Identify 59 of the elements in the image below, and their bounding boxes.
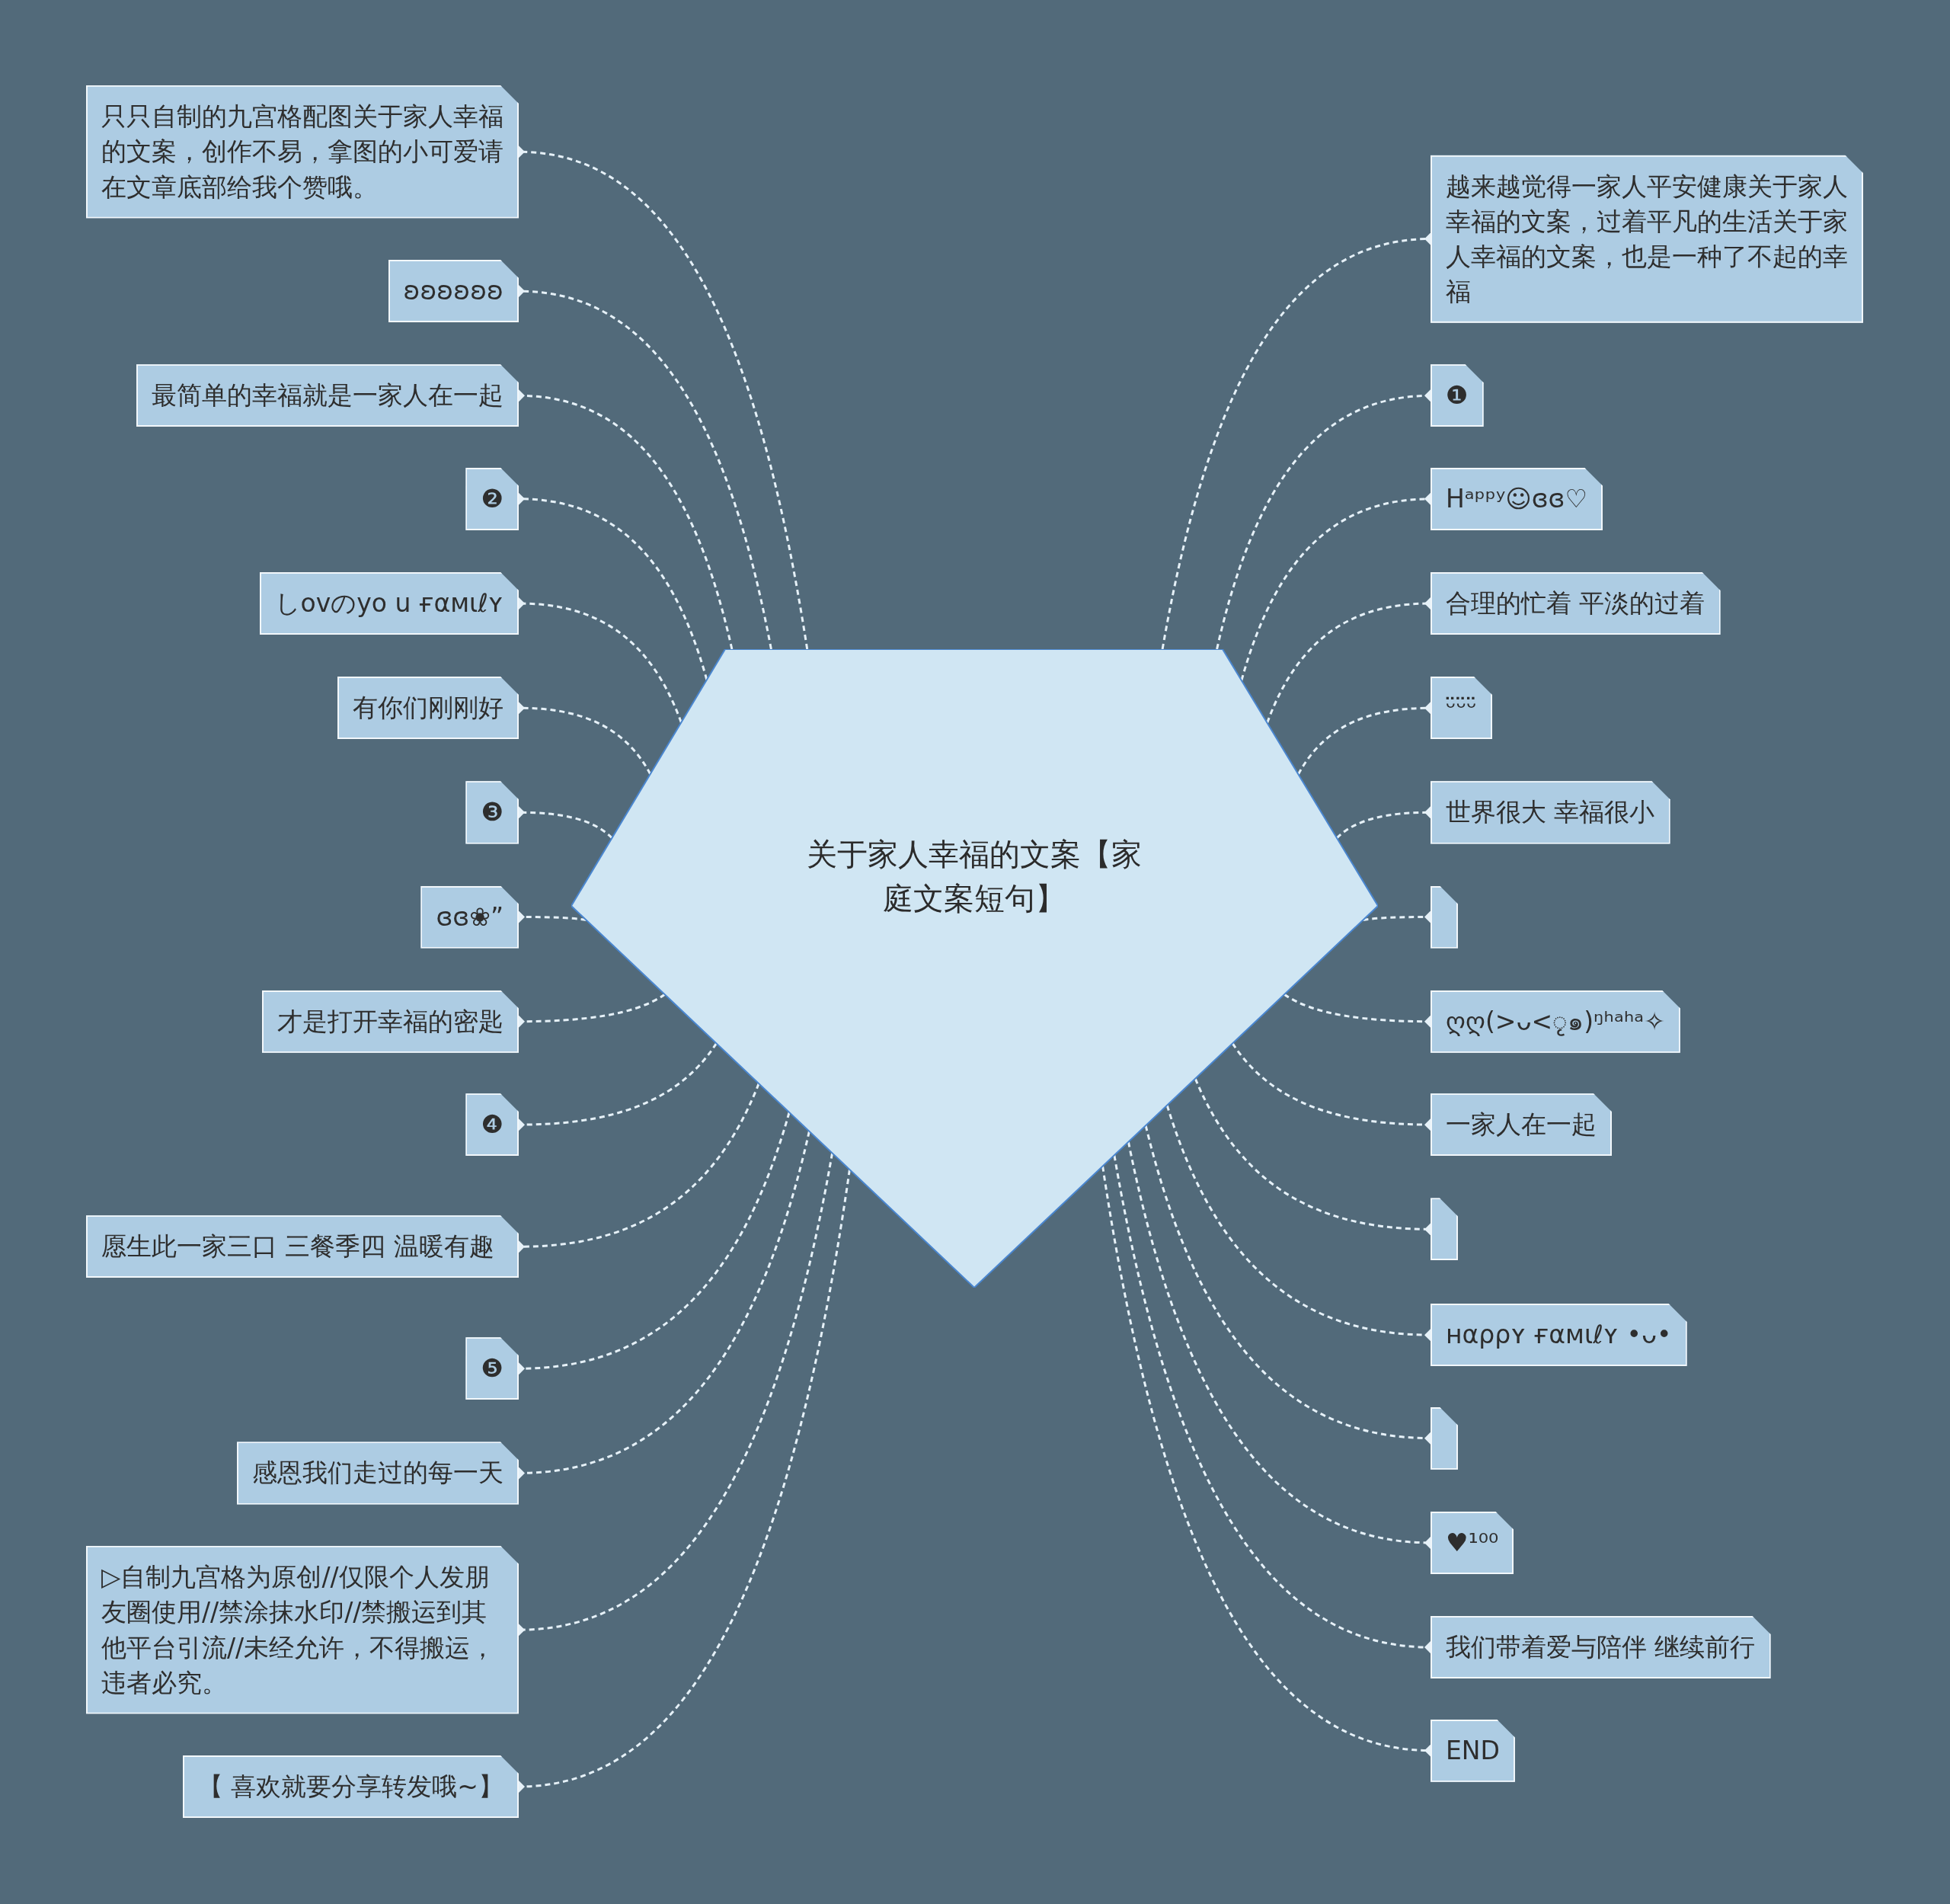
note-box (86, 85, 519, 219)
note-text: ᵕ̈ᵕ̈ᵕ̈ (1446, 693, 1477, 723)
note-text: ❺ (481, 1353, 503, 1384)
note-text: 有你们刚刚好 (353, 693, 503, 723)
note-text: 只只自制的九宫格配图关于家人幸福的文案，创作不易，拿图的小可爱请在文章底部给我个赞哦。 (101, 101, 503, 202)
note-box (1431, 781, 1670, 844)
note-text: 合理的忙着 平淡的过着 (1446, 587, 1705, 618)
note-text: END (1446, 1735, 1500, 1765)
note-box (1431, 1511, 1514, 1574)
note-text: 我们带着爱与陪伴 继续前行 (1446, 1632, 1756, 1662)
note-text: 最简单的幸福就是一家人在一起 (152, 380, 503, 411)
note-text: ʚʚʚʚʚʚ (403, 276, 503, 306)
note-text: ɞɞ❀” (436, 901, 503, 932)
note-box (1431, 677, 1492, 740)
note-text: ▷自制九宫格为原创//仅限个人发朋友圈使用//禁涂抹水印//禁搬运到其他平台引流//未经允许，不得搬运，违者必究。 (101, 1561, 496, 1698)
note-box (1431, 364, 1484, 427)
note-box (182, 1755, 519, 1819)
note-box (1431, 571, 1721, 635)
note-box (1431, 1719, 1515, 1782)
note-box (388, 260, 519, 323)
note-box (262, 990, 519, 1053)
note-box (1431, 467, 1603, 530)
note-text: 越来越觉得一家人平安健康关于家人幸福的文案，过着平凡的生活关于家人幸福的文案，也是一种了不起的幸福 (1446, 171, 1848, 306)
note-text: 世界很大 幸福很小 (1446, 797, 1655, 827)
note-text: ღღ(>ᴗ<ृ๑)ᵑʰᵃʰᵃ✧ (1446, 1006, 1665, 1036)
note-box (1431, 1198, 1458, 1261)
note-box (465, 781, 519, 844)
note-text: ♥¹⁰⁰ (1446, 1527, 1499, 1557)
note-text: ❸ (481, 797, 503, 827)
note-text: 愿生此一家三口 三餐季四 温暖有趣 (101, 1231, 494, 1262)
note-text: 【 喜欢就要分享转发哦~】 (197, 1771, 503, 1801)
note-box (237, 1442, 519, 1505)
note-box (1431, 1093, 1612, 1157)
note-box (1431, 885, 1458, 949)
note-box (86, 1215, 519, 1278)
note-text: ❶ (1446, 380, 1469, 411)
central-topic-pentagon (571, 649, 1378, 1288)
note-box (86, 1545, 519, 1714)
note-box (465, 1093, 519, 1157)
note-box (465, 467, 519, 530)
note-box (1431, 1304, 1687, 1367)
note-box (259, 571, 519, 635)
note-text: 感恩我们走过的每一天 (252, 1458, 503, 1488)
note-box (420, 885, 519, 949)
central-topic-title: 关于家人幸福的文案【家庭文案短句】 (806, 836, 1143, 917)
note-text: 一家人在一起 (1446, 1109, 1597, 1140)
note-box (1431, 155, 1863, 323)
note-text: 才是打开幸福的密匙 (277, 1006, 503, 1036)
note-box (1431, 1406, 1458, 1470)
note-text: ❹ (481, 1109, 503, 1140)
note-box (1431, 1616, 1771, 1679)
note-text: しovのyo u ғαмιℓʏ (274, 587, 503, 618)
note-text: ❷ (481, 483, 503, 514)
note-box (337, 677, 519, 740)
note-text: ʜαρρʏ ғαмιℓʏ •ᴗ• (1446, 1320, 1672, 1350)
note-box (136, 364, 519, 427)
note-box (465, 1337, 519, 1400)
note-box (1431, 990, 1680, 1053)
note-text: Hᵃᵖᵖʸ☺ɞɞ♡ (1446, 483, 1588, 514)
